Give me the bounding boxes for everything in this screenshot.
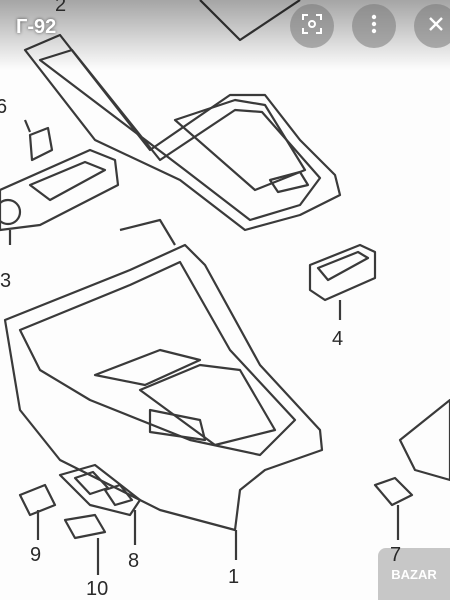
upper-console-inner bbox=[38, 48, 322, 222]
upper-console-outline bbox=[23, 33, 342, 232]
switch-knob bbox=[0, 198, 22, 226]
small-tray bbox=[308, 243, 377, 302]
main-console-vents bbox=[93, 348, 202, 387]
image-title: Г-92 bbox=[16, 16, 57, 38]
main-console-tray bbox=[138, 363, 277, 447]
part-label-2: 2 bbox=[55, 0, 67, 16]
part-label-10: 10 bbox=[86, 578, 109, 600]
part-label-9: 9 bbox=[30, 544, 42, 566]
lens-search-button[interactable] bbox=[290, 4, 334, 48]
main-console-pocket bbox=[148, 408, 207, 442]
close-button[interactable] bbox=[414, 4, 450, 48]
part-label-8: 8 bbox=[128, 550, 140, 572]
more-options-button[interactable] bbox=[352, 4, 396, 48]
part-7 bbox=[373, 476, 414, 507]
main-console-inner bbox=[18, 260, 297, 457]
part-label-1: 1 bbox=[228, 566, 240, 588]
upper-console-top bbox=[199, 0, 301, 42]
close-icon bbox=[428, 16, 444, 37]
switch-panel-slot bbox=[28, 160, 107, 202]
lens-scan-icon bbox=[301, 13, 323, 40]
part-8 bbox=[58, 463, 142, 517]
bulb-part bbox=[28, 126, 54, 162]
part-9 bbox=[18, 483, 57, 517]
part-label-4: 4 bbox=[332, 328, 344, 350]
watermark-text: BAZAR bbox=[391, 566, 437, 582]
main-console-top bbox=[119, 218, 176, 246]
switch-panel bbox=[0, 148, 120, 232]
part-8-slot-b bbox=[103, 483, 134, 507]
upper-console-slot bbox=[268, 170, 310, 194]
upper-console-tray bbox=[173, 98, 307, 192]
part-label-3: 3 bbox=[0, 270, 12, 292]
bazar-watermark-logo: BAZAR bbox=[378, 548, 450, 600]
main-console-outline bbox=[3, 243, 324, 532]
more-vertical-icon bbox=[371, 14, 377, 39]
part-10 bbox=[63, 513, 107, 540]
part-label-6: 6 bbox=[0, 96, 8, 118]
part-label-7: 7 bbox=[390, 544, 402, 566]
right-console bbox=[398, 398, 450, 482]
small-tray-inner bbox=[316, 250, 370, 282]
